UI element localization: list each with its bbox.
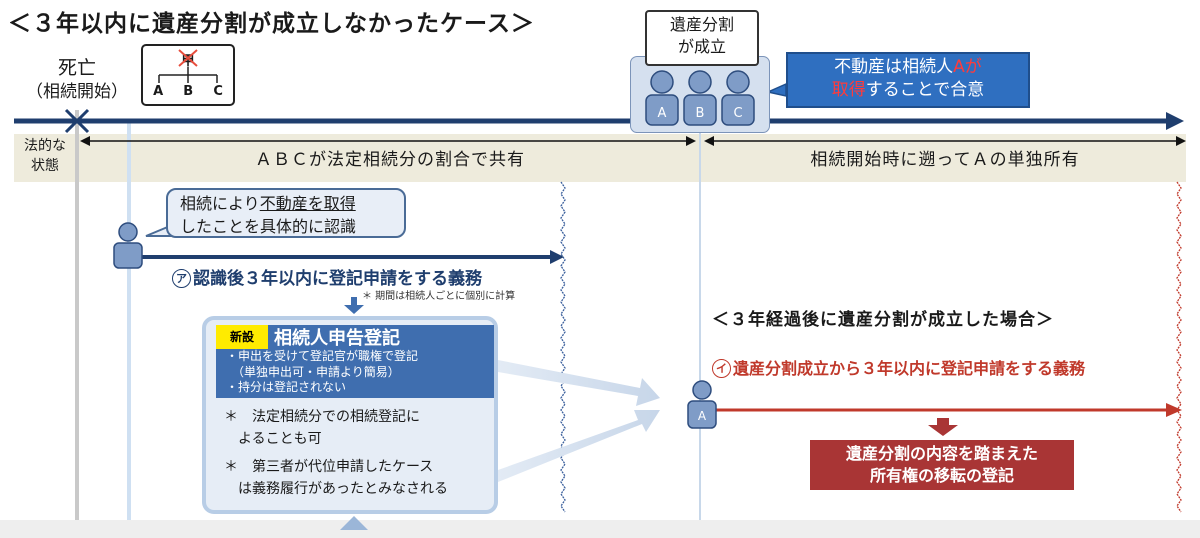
agreement-line2-red: 取得 xyxy=(831,80,866,100)
duty-a-note: ＊ 期間は相続人ごとに個別に計算 xyxy=(362,291,516,302)
person-icon xyxy=(683,70,717,126)
heir-declaration-line: （単独申出可・申請より簡易） xyxy=(226,364,400,379)
legal-state-label-line2: 状態 xyxy=(31,158,59,174)
duty-b-label: イ遺産分割成立から３年以内に登記申請をする義務 xyxy=(712,355,1085,379)
fade-arrow-upper xyxy=(498,360,660,406)
note-third-party: ＊ 第三者が代位申請したケース は義務履行があったとみなされる xyxy=(224,456,448,500)
duty-a-text: 認識後３年以内に登記申請をする義務 xyxy=(193,269,482,289)
heir-declaration-line: ・申出を受けて登記官が職権で登記 xyxy=(226,349,419,363)
agreement-line2-post: することで合意 xyxy=(865,80,985,100)
heir-declaration-title: 相続人申告登記 xyxy=(274,328,400,349)
person-label-c: C xyxy=(733,106,742,121)
heir-person-icon xyxy=(113,222,143,269)
note-statutory-share: ＊ 法定相続分での相続登記に よることも可 xyxy=(224,406,420,450)
family-tree-lines xyxy=(158,49,218,83)
duty-a-mark: ア xyxy=(172,269,191,288)
deceased-label: 甲 xyxy=(181,54,195,69)
partition-title: 遺産分割 が成立 xyxy=(645,10,759,66)
after-three-years-heading: ＜３年経過後に遺産分割が成立した場合＞ xyxy=(712,310,1054,330)
death-label: 死亡 （相続開始） xyxy=(22,56,132,104)
note-statutory-share-line2: よることも可 xyxy=(224,431,322,447)
down-arrow-red xyxy=(937,418,949,425)
death-label-line2: （相続開始） xyxy=(26,82,128,102)
heir-a: A xyxy=(153,84,164,99)
agreement-line1-red: Aが xyxy=(953,57,982,77)
recognition-line1-ul: 不動産を取得 xyxy=(259,194,356,213)
new-badge: 新設 xyxy=(216,325,268,349)
legal-state-band xyxy=(14,134,1186,182)
partition-title-line2: が成立 xyxy=(677,37,726,56)
heir-b: B xyxy=(183,84,194,99)
legal-state-after: 相続開始時に遡ってＡの単独所有 xyxy=(810,150,1080,170)
page-title: ＜３年以内に遺産分割が成立しなかったケース＞ xyxy=(8,11,535,37)
agreement-callout: 不動産は相続人Aが 取得することで合意 xyxy=(786,52,1030,108)
legal-state-before: ＡＢＣが法定相続分の割合で共有 xyxy=(255,150,525,170)
duty-b-text: 遺産分割成立から３年以内に登記申請をする義務 xyxy=(733,359,1086,378)
up-triangle xyxy=(340,516,368,530)
duty-a-label: ア認識後３年以内に登記申請をする義務 xyxy=(172,264,482,289)
agreement-callout-tail xyxy=(765,82,787,97)
heir-c: C xyxy=(213,84,223,99)
heirs-row: A B C xyxy=(143,84,233,99)
legal-state-label-line1: 法的な xyxy=(24,138,66,154)
transfer-registration-box: 遺産分割の内容を踏まえた 所有権の移転の登記 xyxy=(810,440,1074,490)
heir-a-person-icon: A xyxy=(687,380,717,429)
person-icon xyxy=(721,70,755,126)
recognition-line2: したことを具体的に認識 xyxy=(180,217,357,236)
legal-state-label: 法的な 状態 xyxy=(14,136,76,176)
main-timeline-arrowhead xyxy=(1166,112,1184,130)
three-year-boundary-b xyxy=(1176,181,1182,513)
three-year-boundary-a xyxy=(560,181,566,513)
recognition-callout: 相続により不動産を取得 したことを具体的に認識 xyxy=(166,188,406,238)
agreement-line1-pre: 不動産は相続人 xyxy=(834,57,954,77)
note-statutory-share-line1: ＊ 法定相続分での相続登記に xyxy=(224,409,420,425)
recognition-line1-pre: 相続により xyxy=(180,194,260,213)
heir-declaration-line: ・持分は登記されない xyxy=(226,380,347,394)
note-third-party-line2: は義務履行があったとみなされる xyxy=(224,481,448,497)
heir-declaration-lines: ・申出を受けて登記官が職権で登記 （単独申出可・申請より簡易） ・持分は登記され… xyxy=(226,349,418,396)
duty-b-mark: イ xyxy=(712,359,731,378)
person-label-b: B xyxy=(696,106,705,121)
fade-arrow-lower xyxy=(498,410,660,482)
note-third-party-line1: ＊ 第三者が代位申請したケース xyxy=(224,459,434,475)
heir-a-person-label: A xyxy=(698,409,707,423)
family-tree: 甲 A B C xyxy=(141,44,235,106)
bottom-strip xyxy=(0,520,1200,538)
transfer-registration-line1: 遺産分割の内容を踏まえた xyxy=(845,444,1038,463)
person-label-a: A xyxy=(658,106,667,121)
transfer-registration-line2: 所有権の移転の登記 xyxy=(869,466,1014,485)
partition-title-line1: 遺産分割 xyxy=(669,15,734,34)
down-arrow-small xyxy=(351,297,357,305)
death-label-line1: 死亡 xyxy=(57,57,96,79)
partition-persons: A B C xyxy=(645,70,755,126)
person-icon xyxy=(645,70,679,126)
